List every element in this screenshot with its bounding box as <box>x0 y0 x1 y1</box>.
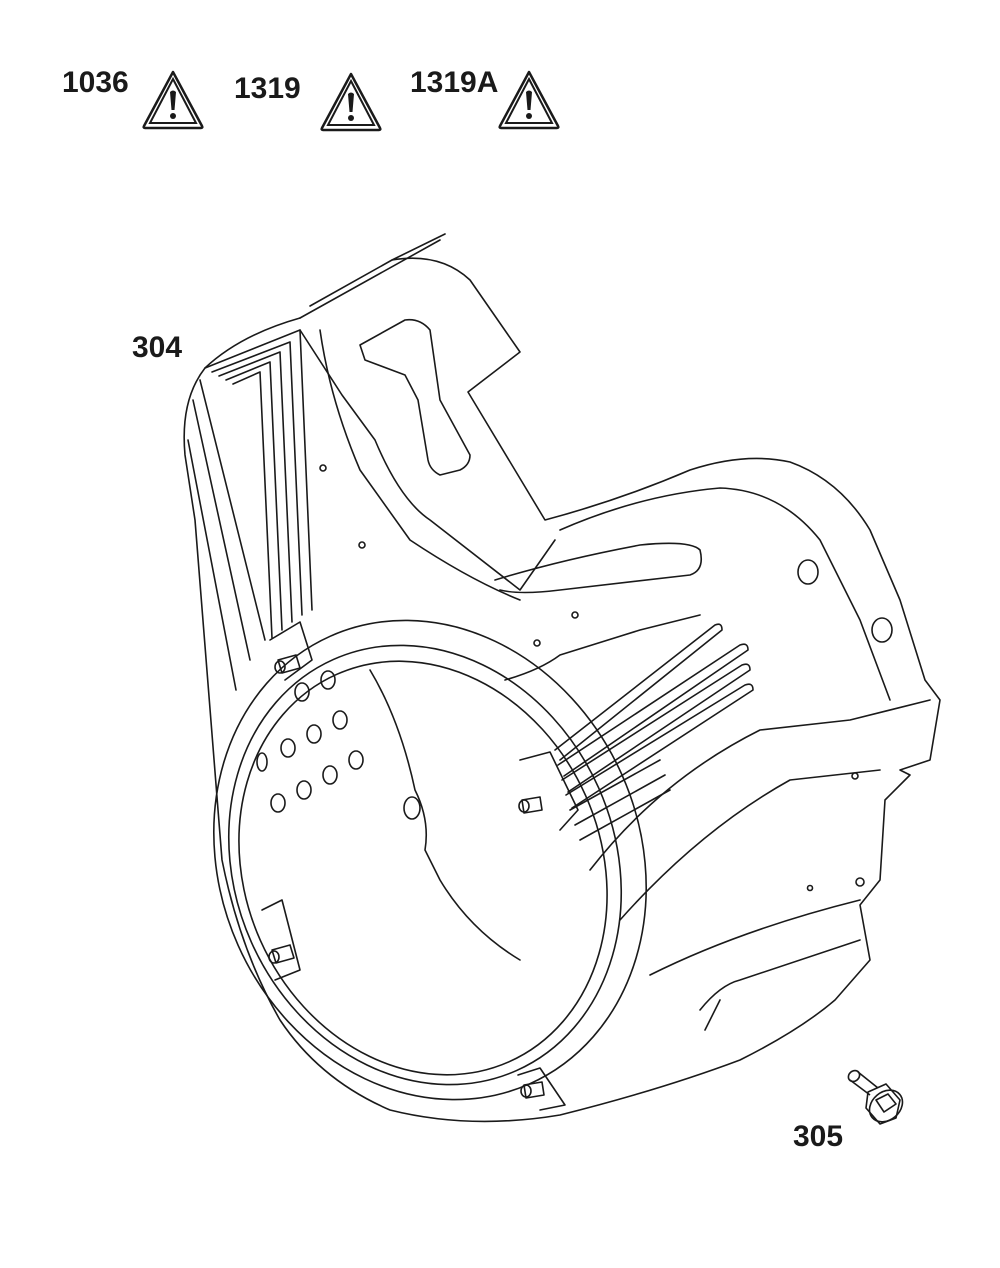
warning-triangle-icon <box>498 70 560 130</box>
warning-code-1036: 1036 <box>62 66 129 99</box>
warning-code-1319: 1319 <box>234 72 301 105</box>
flange-bolt-drawing <box>847 1069 904 1125</box>
blower-housing-drawing <box>183 233 941 1123</box>
warning-code-1319a: 1319A <box>410 66 499 99</box>
warning-triangle-icon <box>320 72 382 132</box>
part-number-305: 305 <box>793 1120 844 1153</box>
part-number-304: 304 <box>132 331 183 364</box>
warning-triangle-icon <box>142 70 204 130</box>
